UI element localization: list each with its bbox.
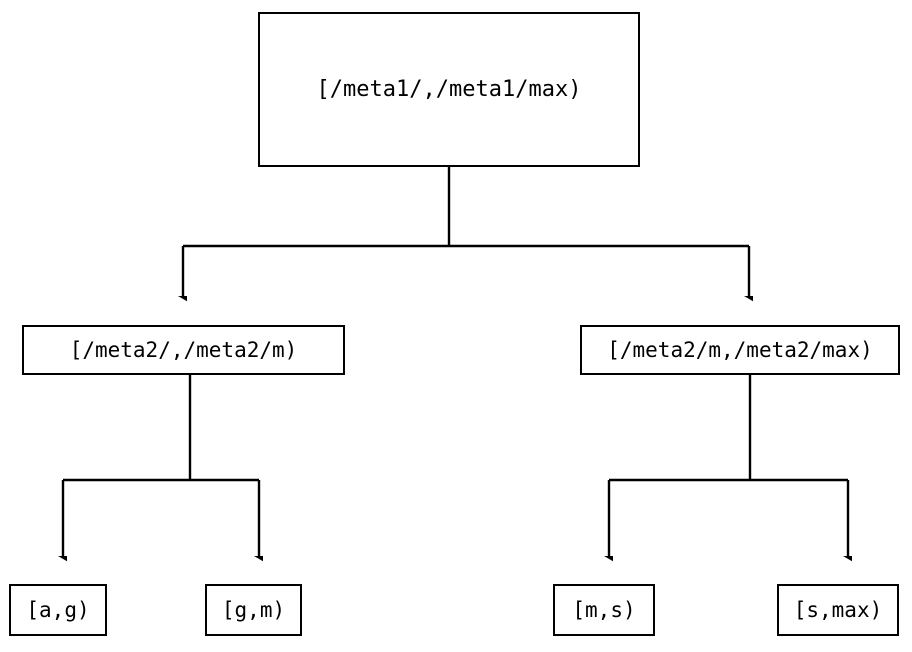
tree-node-leaf-a-g-label: [a,g) — [26, 597, 90, 622]
tree-node-leaf-s-max[interactable]: [s,max) — [777, 584, 899, 636]
tree-node-mid-left[interactable]: [/meta2/,/meta2/m) — [22, 325, 345, 375]
tree-node-leaf-s-max-label: [s,max) — [793, 597, 883, 622]
tree-node-leaf-m-s[interactable]: [m,s) — [553, 584, 655, 636]
tree-node-leaf-a-g[interactable]: [a,g) — [9, 584, 107, 636]
tree-node-leaf-m-s-label: [m,s) — [572, 597, 636, 622]
edge-root-to-mid-left — [183, 167, 749, 296]
tree-node-mid-right-label: [/meta2/m,/meta2/max) — [607, 337, 873, 362]
tree-node-root[interactable]: [/meta1/,/meta1/max) — [258, 12, 640, 167]
edge-mid-right-to-leaf-3 — [609, 375, 848, 556]
tree-node-mid-left-label: [/meta2/,/meta2/m) — [69, 337, 298, 362]
tree-node-leaf-g-m-label: [g,m) — [221, 597, 286, 622]
tree-node-leaf-g-m[interactable]: [g,m) — [205, 584, 302, 636]
tree-node-mid-right[interactable]: [/meta2/m,/meta2/max) — [580, 325, 900, 375]
tree-node-root-label: [/meta1/,/meta1/max) — [316, 76, 582, 102]
edge-mid-left-to-leaf-1 — [63, 375, 259, 556]
